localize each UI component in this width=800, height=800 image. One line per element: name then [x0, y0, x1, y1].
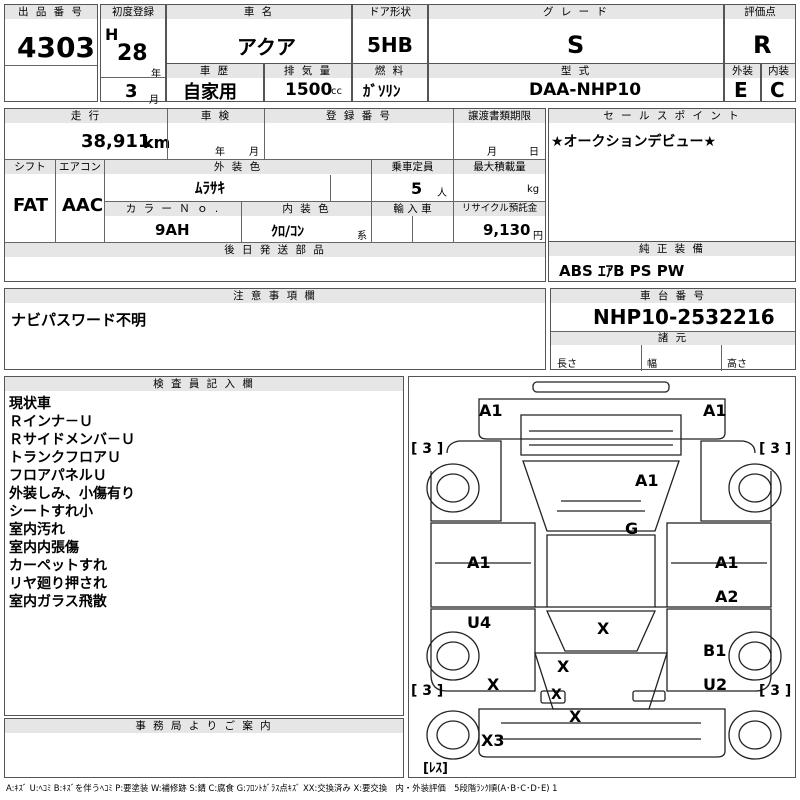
mark-windshield: G — [625, 519, 639, 538]
mark-left-rear-quarter: X — [487, 675, 500, 694]
mark-rear-window: X — [557, 657, 570, 676]
mark-right-rear-corner: U2 — [703, 675, 728, 694]
history-cell: 車 歴 自家用 — [166, 63, 264, 103]
car-name-cell: 車 名 アクア — [166, 4, 352, 64]
office-cell: 事 務 局 よ り ご 案 内 — [4, 718, 404, 778]
grade: S — [567, 31, 585, 59]
interior-color: ｸﾛ/ｺﾝ — [271, 224, 305, 240]
spare-tire: [ﾚｽ] — [423, 761, 448, 776]
chassis-cell: 車 台 番 号 NHP10-2532216 諸 元 長さ 幅 高さ — [550, 288, 796, 371]
displacement-cell: 排 気 量 1500 cc — [264, 63, 352, 102]
note-line: Ｒインナ－Ｕ — [9, 414, 93, 430]
tire-rear-left: [ 3 ] — [411, 683, 444, 699]
lot-number-cell: 出 品 番 号 4303 — [4, 4, 98, 102]
exterior-color: ﾑﾗｻｷ — [195, 179, 226, 197]
note-line: シートすれ小 — [9, 504, 93, 520]
first-registration-label: 初度登録 — [101, 5, 165, 19]
sales-point: ★オークションデビュー★ — [551, 134, 717, 150]
mark-front-right: A1 — [703, 401, 727, 420]
caution-text: ナビパスワード不明 — [11, 311, 147, 329]
era: H — [105, 25, 119, 44]
score: R — [753, 31, 772, 59]
equipment-cell: 純 正 装 備 ABS ｴｱB PS PW — [548, 241, 796, 282]
tire-rear-right: [ 3 ] — [759, 683, 792, 699]
car-outline-svg — [426, 381, 782, 760]
mark-left-front-door: A1 — [467, 553, 491, 572]
door-type: 5HB — [367, 33, 413, 57]
inspector-cell: 検 査 員 記 入 欄 現状車 Ｒインナ－Ｕ Ｒサイドメンバ－Ｕ トランクフロア… — [4, 376, 404, 716]
equipment: ABS ｴｱB PS PW — [559, 262, 685, 280]
note-line: 室内内張傷 — [9, 540, 79, 556]
spec-grid: 走 行 車 検 登 録 番 号 譲渡書類期限 38,911 km 年 月 月 日… — [4, 108, 546, 282]
exterior-score: E — [734, 78, 748, 102]
lot-number: 4303 — [17, 31, 95, 64]
note-line: フロアパネルＵ — [9, 468, 107, 484]
score-cell: 評価点 R — [724, 4, 796, 64]
inspector-notes: 現状車 Ｒインナ－Ｕ Ｒサイドメンバ－Ｕ トランクフロアＵ フロアパネルＵ 外装… — [9, 395, 135, 611]
fuel-cell: 燃 料 ｶﾞｿﾘﾝ — [352, 63, 428, 102]
note-line: 現状車 — [9, 396, 51, 412]
note-line: Ｒサイドメンバ－Ｕ — [9, 432, 135, 448]
door-cell: ドア形状 5HB — [352, 4, 428, 64]
note-line: カーペットすれ — [9, 558, 107, 574]
model: DAA-NHP10 — [529, 80, 642, 100]
grade-cell: グ レ ー ド S — [428, 4, 724, 64]
note-line: 室内汚れ — [9, 522, 65, 538]
tire-front-left: [ 3 ] — [411, 441, 444, 457]
tire-front-right: [ 3 ] — [759, 441, 792, 457]
mark-left-rear-door: U4 — [467, 613, 492, 632]
color-number: 9AH — [155, 221, 190, 239]
model-cell: 型 式 DAA-NHP10 — [428, 63, 724, 102]
sales-point-cell: セ ー ル ス ポ イ ン ト ★オークションデビュー★ — [548, 108, 796, 256]
exterior-score-cell: 外装 E — [724, 63, 761, 102]
mark-right-rear-quarter: B1 — [703, 641, 727, 660]
recycle-fee: 9,130 — [483, 221, 531, 239]
fuel: ｶﾞｿﾘﾝ — [363, 82, 401, 100]
air-conditioner: AAC — [62, 195, 104, 216]
damage-diagram: A1 A1 [ 3 ] [ 3 ] A1 G A1 A1 A2 U4 X X B… — [408, 376, 796, 778]
displacement: 1500 — [285, 80, 333, 100]
car-name: アクア — [237, 35, 296, 59]
mark-rear-bumper: X3 — [481, 731, 505, 750]
interior-score: C — [770, 78, 785, 102]
mark-right-front-door: A1 — [715, 553, 739, 572]
mark-right-rear-door: A2 — [715, 587, 739, 606]
caution-cell: 注 意 事 項 欄 ナビパスワード不明 — [4, 288, 546, 370]
mark-roof: X — [597, 619, 610, 638]
mileage: 38,911 — [81, 131, 151, 152]
mark-front-left: A1 — [479, 401, 503, 420]
note-line: 室内ガラス飛散 — [9, 594, 107, 610]
note-line: 外装しみ、小傷有り — [9, 486, 135, 502]
mark-hood: A1 — [635, 471, 659, 490]
legend: A:ｷｽﾞ U:ﾍｺﾐ B:ｷｽﾞを伴うﾍｺﾐ P:要塗装 W:補修跡 S:錆 … — [6, 783, 558, 793]
history: 自家用 — [183, 82, 237, 103]
registration-year: 28 — [117, 41, 148, 66]
capacity: 5 — [411, 179, 423, 198]
shift: FAT — [13, 195, 49, 216]
lot-number-label: 出 品 番 号 — [5, 5, 97, 19]
registration-month: 3 — [125, 81, 138, 102]
chassis-number: NHP10-2532216 — [593, 305, 775, 329]
note-line: トランクフロアＵ — [9, 450, 121, 466]
mark-trunk-lid: X — [551, 687, 562, 703]
first-registration-cell: 初度登録 H 28 年 3 月 — [100, 4, 166, 106]
note-line: リヤ廻り押され — [9, 576, 107, 592]
mark-trunk-floor: X — [569, 707, 582, 726]
interior-score-cell: 内装 C — [761, 63, 796, 102]
